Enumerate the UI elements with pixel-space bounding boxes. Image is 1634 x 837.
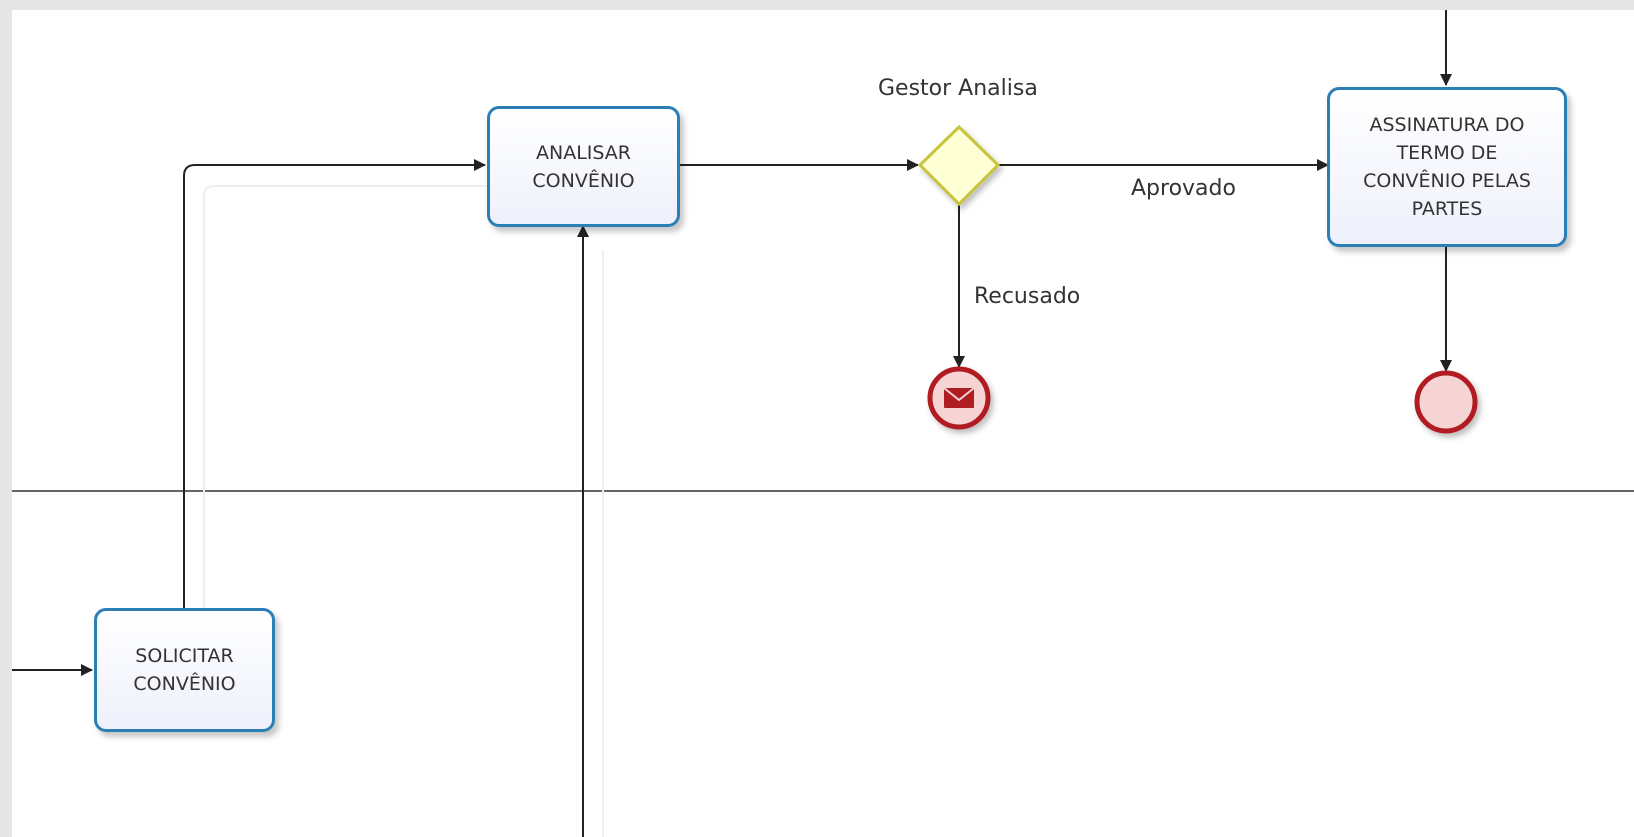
gateway-label: Gestor Analisa: [878, 76, 1038, 101]
flow-label-aprovado: Aprovado: [1131, 176, 1236, 201]
task-analisar-convenio[interactable]: ANALISAR CONVÊNIO: [487, 106, 680, 227]
flow-solicitar-to-analisar: [183, 159, 486, 608]
task-solicitar-label: SOLICITAR CONVÊNIO: [133, 645, 236, 695]
task-assinatura-termo[interactable]: ASSINATURA DO TERMO DE CONVÊNIO PELAS PA…: [1327, 87, 1567, 247]
flow-label-recusado: Recusado: [974, 284, 1081, 309]
message-end-event-icon[interactable]: [927, 366, 991, 430]
task-analisar-label: ANALISAR CONVÊNIO: [532, 141, 635, 192]
exclusive-gateway-icon[interactable]: [917, 124, 1001, 207]
ghost-connector: [203, 185, 495, 640]
end-event-icon[interactable]: [1414, 370, 1478, 434]
task-assinatura-label: ASSINATURA DO TERMO DE CONVÊNIO PELAS PA…: [1363, 114, 1531, 220]
task-solicitar-convenio[interactable]: SOLICITAR CONVÊNIO: [94, 608, 275, 732]
